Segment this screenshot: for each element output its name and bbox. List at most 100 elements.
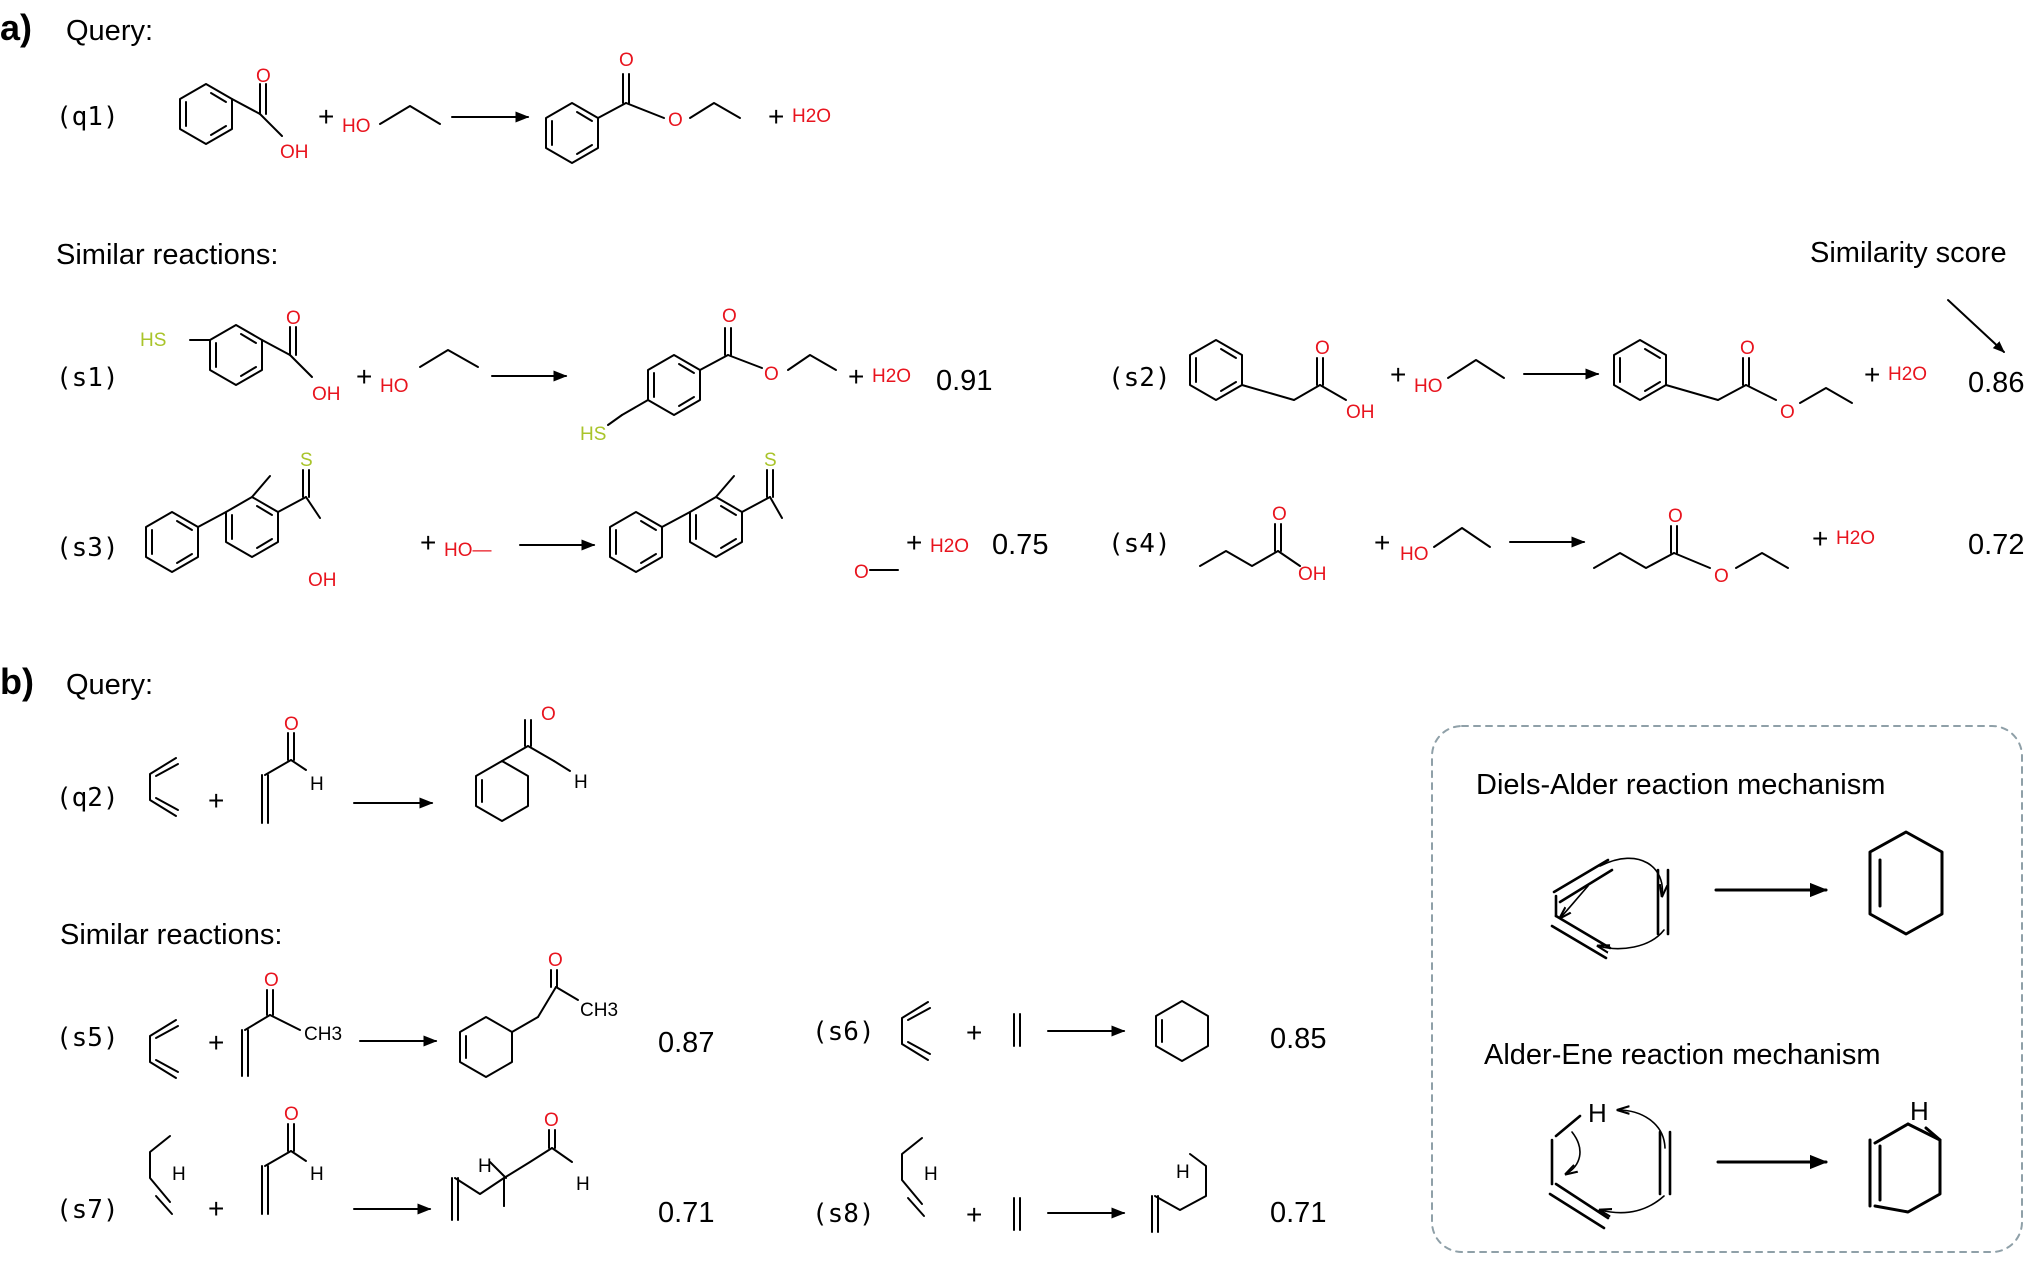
q1-ethanol: [379, 105, 441, 125]
s2-reactant: [1189, 339, 1347, 401]
s3-label: (s3): [56, 533, 119, 563]
q1-product-carbonyl-o: O: [619, 50, 634, 71]
diels-alder-diene: [1550, 858, 1614, 960]
s4-ethanol-ho: HO: [1400, 544, 1429, 565]
s7-plus: +: [208, 1193, 224, 1224]
q1-label: (q1): [56, 102, 119, 132]
s3-reactant-hydroxyl: OH: [308, 570, 337, 591]
s5-label: (s5): [56, 1023, 119, 1053]
s7-product-oxygen: O: [544, 1110, 559, 1131]
s4-label: (s4): [1108, 529, 1171, 559]
s6-cyclohexene: [1155, 1000, 1209, 1062]
s4-plus-2: +: [1812, 523, 1828, 554]
q2-product-oxygen: O: [541, 704, 556, 725]
s1-score: 0.91: [936, 365, 992, 397]
s4-reactant-oxygen: O: [1272, 504, 1287, 525]
s7-acrolein: [261, 1123, 307, 1215]
s8-product: [1151, 1153, 1207, 1233]
s5-product-oxygen: O: [548, 950, 563, 971]
panel-a-similar-label: Similar reactions:: [56, 239, 278, 271]
s6-ethylene: [1013, 1013, 1021, 1047]
s1-reactant-hydroxyl: OH: [312, 384, 341, 405]
s2-product-ether-o: O: [1780, 402, 1795, 423]
q2-acrolein-hydrogen: H: [310, 774, 324, 795]
s8-label: (s8): [812, 1199, 875, 1229]
s3-plus-1: +: [420, 527, 436, 558]
s5-ketone-oxygen: O: [264, 970, 279, 991]
s7-acrolein-hydrogen: H: [310, 1164, 324, 1185]
s8-propene: [901, 1137, 925, 1217]
s2-product-carbonyl-o: O: [1740, 338, 1755, 359]
q2-product-hydrogen: H: [574, 772, 588, 793]
s3-water: H2O: [930, 536, 969, 557]
s3-product: [609, 469, 899, 573]
s2-ethanol: [1447, 359, 1505, 379]
diels-alder-curly-arrows: [1560, 857, 1664, 948]
s7-propene-hydrogen: H: [172, 1164, 186, 1185]
s7-product-migrated-hydrogen: H: [478, 1156, 492, 1177]
s1-product-ether-o: O: [764, 364, 779, 385]
diels-alder-cyclohexene: [1868, 830, 1944, 936]
alder-ene-propene: [1548, 1114, 1610, 1230]
alder-ene-reactant-hydrogen: H: [1588, 1098, 1607, 1128]
s3-product-sulfur: S: [764, 450, 777, 471]
similarity-score-pointer: [1947, 299, 2005, 353]
s5-methyl-vinyl-ketone: [241, 989, 301, 1077]
panel-b-query-label: Query:: [66, 669, 153, 701]
s3-product-ether-o: O: [854, 562, 869, 583]
s1-product-thiol: HS: [580, 424, 606, 445]
s6-plus: +: [966, 1017, 982, 1048]
q2-butadiene: [149, 757, 177, 817]
s4-ethanol: [1433, 527, 1491, 548]
s4-product: [1593, 525, 1789, 569]
s3-methanol: HO—: [444, 540, 492, 561]
s7-propene: [149, 1135, 173, 1215]
s5-methyl: CH3: [304, 1024, 342, 1045]
panel-b-similar-label: Similar reactions:: [60, 919, 282, 951]
s4-product-ether-o: O: [1714, 566, 1729, 587]
mechanism-box: [1431, 725, 2023, 1253]
q1-water: H2O: [792, 106, 831, 127]
q2-acrolein-oxygen: O: [284, 714, 299, 735]
s5-butadiene: [149, 1019, 177, 1079]
s6-butadiene: [901, 1001, 929, 1061]
s1-product-carbonyl-o: O: [722, 306, 737, 327]
s1-ethanol-ho: HO: [380, 376, 409, 397]
s8-product-hydrogen: H: [1176, 1162, 1190, 1183]
s2-reactant-oxygen: O: [1315, 338, 1330, 359]
s1-plus-1: +: [356, 361, 372, 392]
s2-plus-2: +: [1864, 359, 1880, 390]
s8-propene-hydrogen: H: [924, 1164, 938, 1185]
s8-score: 0.71: [1270, 1197, 1326, 1229]
similarity-score-caption: Similarity score: [1810, 237, 2007, 269]
q1-plus-1: +: [318, 101, 334, 132]
q1-ethanol-ho: HO: [342, 116, 371, 137]
s2-water: H2O: [1888, 364, 1927, 385]
s7-score: 0.71: [658, 1197, 714, 1229]
s3-plus-2: +: [906, 527, 922, 558]
s1-reactant-thiol: HS: [140, 330, 166, 351]
s2-plus-1: +: [1390, 359, 1406, 390]
q2-product: [475, 719, 571, 822]
s2-ethanol-ho: HO: [1414, 376, 1443, 397]
q1-plus-2: +: [768, 101, 784, 132]
s1-product: [607, 327, 837, 426]
s4-plus-1: +: [1374, 527, 1390, 558]
s7-product-hydrogen: H: [576, 1174, 590, 1195]
q1-benzoic-acid: [179, 83, 283, 145]
q1-product-ether-o: O: [668, 110, 683, 131]
s7-acrolein-oxygen: O: [284, 1104, 299, 1125]
alder-ene-ethylene: [1658, 1130, 1672, 1196]
s1-reactant: [189, 324, 313, 386]
s4-reactant: [1199, 523, 1301, 567]
q2-acrolein: [261, 732, 307, 824]
q1-ethyl-benzoate: [545, 73, 741, 164]
q1-hydroxyl: OH: [280, 142, 309, 163]
s5-product: [459, 969, 579, 1078]
q2-label: (q2): [56, 783, 119, 813]
s2-product: [1613, 339, 1853, 404]
s2-reactant-hydroxyl: OH: [1346, 402, 1375, 423]
alder-ene-curly-arrows: [1566, 1110, 1666, 1213]
diels-alder-dienophile: [1656, 868, 1670, 936]
